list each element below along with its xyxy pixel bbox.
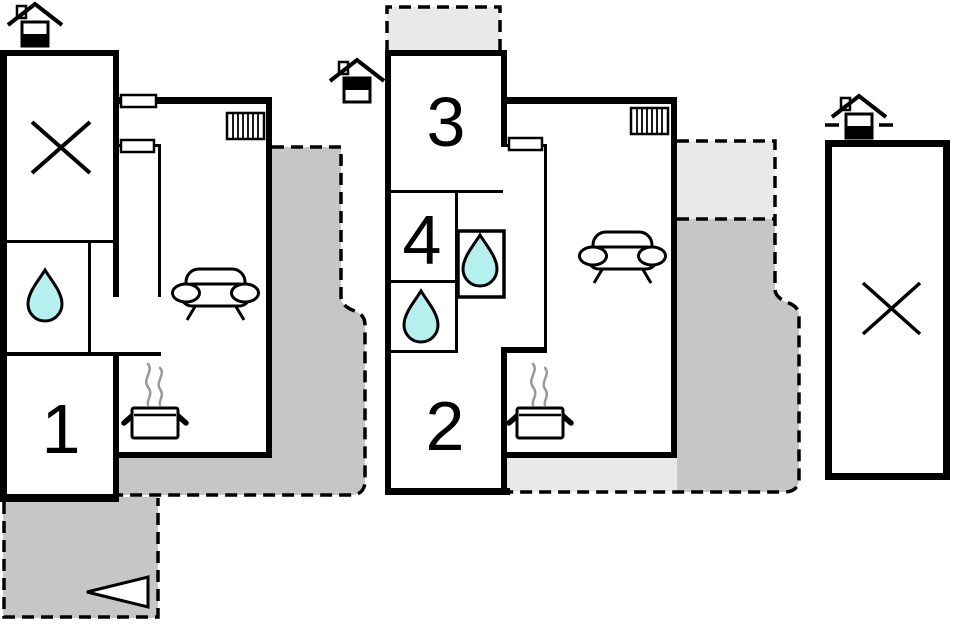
left-unit-hall-window <box>119 138 156 154</box>
radiator-icon <box>225 111 266 141</box>
room-label-1: 1 <box>41 390 81 468</box>
house-outdoor-level-icon <box>825 94 893 140</box>
entrance-arrow-icon <box>86 575 150 609</box>
cross-mark-icon <box>30 120 92 175</box>
terrace-left-unit <box>119 147 365 495</box>
left-unit-door-window <box>119 93 158 109</box>
middle-unit-hall-window <box>507 136 544 152</box>
left-unit-floor <box>3 50 119 502</box>
dashed-boundaries <box>2 5 801 619</box>
room-label-4: 4 <box>402 201 442 279</box>
radiator-icon <box>629 106 670 136</box>
room-label-2: 2 <box>425 387 465 465</box>
house-upper-floor-icon <box>328 58 386 104</box>
terrace-middle-light <box>677 141 775 219</box>
cross-mark-icon <box>861 281 922 336</box>
balcony-middle-unit <box>387 7 500 52</box>
house-ground-floor-icon <box>6 2 64 48</box>
terrace-middle-bottom-strip <box>507 458 677 492</box>
room-label-3: 3 <box>426 83 466 161</box>
terrace-middle-dark <box>677 219 799 492</box>
